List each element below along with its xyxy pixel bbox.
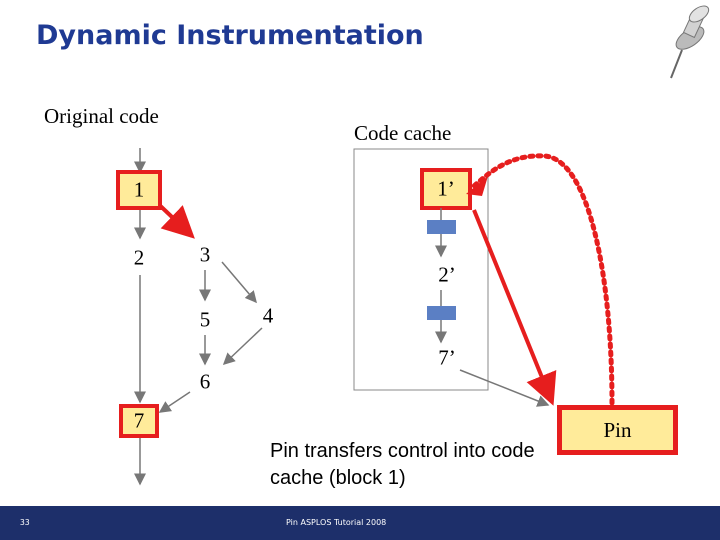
node-7-prime: 7’	[438, 345, 456, 370]
node-2: 2	[133, 245, 145, 270]
arrow-cache-to-pin	[472, 209, 557, 406]
edge-3-4	[221, 261, 257, 304]
node-1-prime: 1’	[437, 176, 455, 201]
node-7: 7	[133, 408, 145, 433]
slide-caption: Pin transfers control into code cache (b…	[270, 440, 535, 489]
node-5: 5	[199, 307, 211, 332]
node-7-highlight	[119, 404, 159, 438]
node-6: 6	[199, 369, 211, 394]
code-cache-label: Code cache	[354, 121, 452, 145]
stub-block-1	[427, 220, 456, 234]
arrow-pin-to-cache	[471, 153, 615, 406]
footer-text: Pin ASPLOS Tutorial 2008	[286, 518, 387, 527]
original-code-label: Original code	[44, 104, 159, 128]
pin-box: Pin	[557, 405, 678, 455]
node-4: 4	[262, 303, 274, 328]
code-cache-box	[353, 148, 489, 391]
pushpin-icon	[670, 5, 710, 79]
stub-block-2	[427, 306, 456, 320]
node-2-prime: 2’	[438, 262, 456, 287]
arrow-pin-to-cache-head	[466, 176, 488, 196]
node-1: 1	[133, 177, 145, 202]
cache-edge-7-exit	[459, 369, 550, 407]
node-3: 3	[199, 242, 211, 267]
edge-6-7	[158, 391, 191, 413]
slide-number: 33	[20, 518, 30, 527]
node-1prime-highlight	[420, 168, 472, 210]
pin-label: Pin	[603, 417, 632, 442]
node-1-highlight	[116, 170, 162, 210]
edge-4-6	[222, 327, 263, 366]
slide-title: Dynamic Instrumentation	[36, 20, 424, 51]
footer-bar: 33 Pin ASPLOS Tutorial 2008	[0, 506, 720, 540]
